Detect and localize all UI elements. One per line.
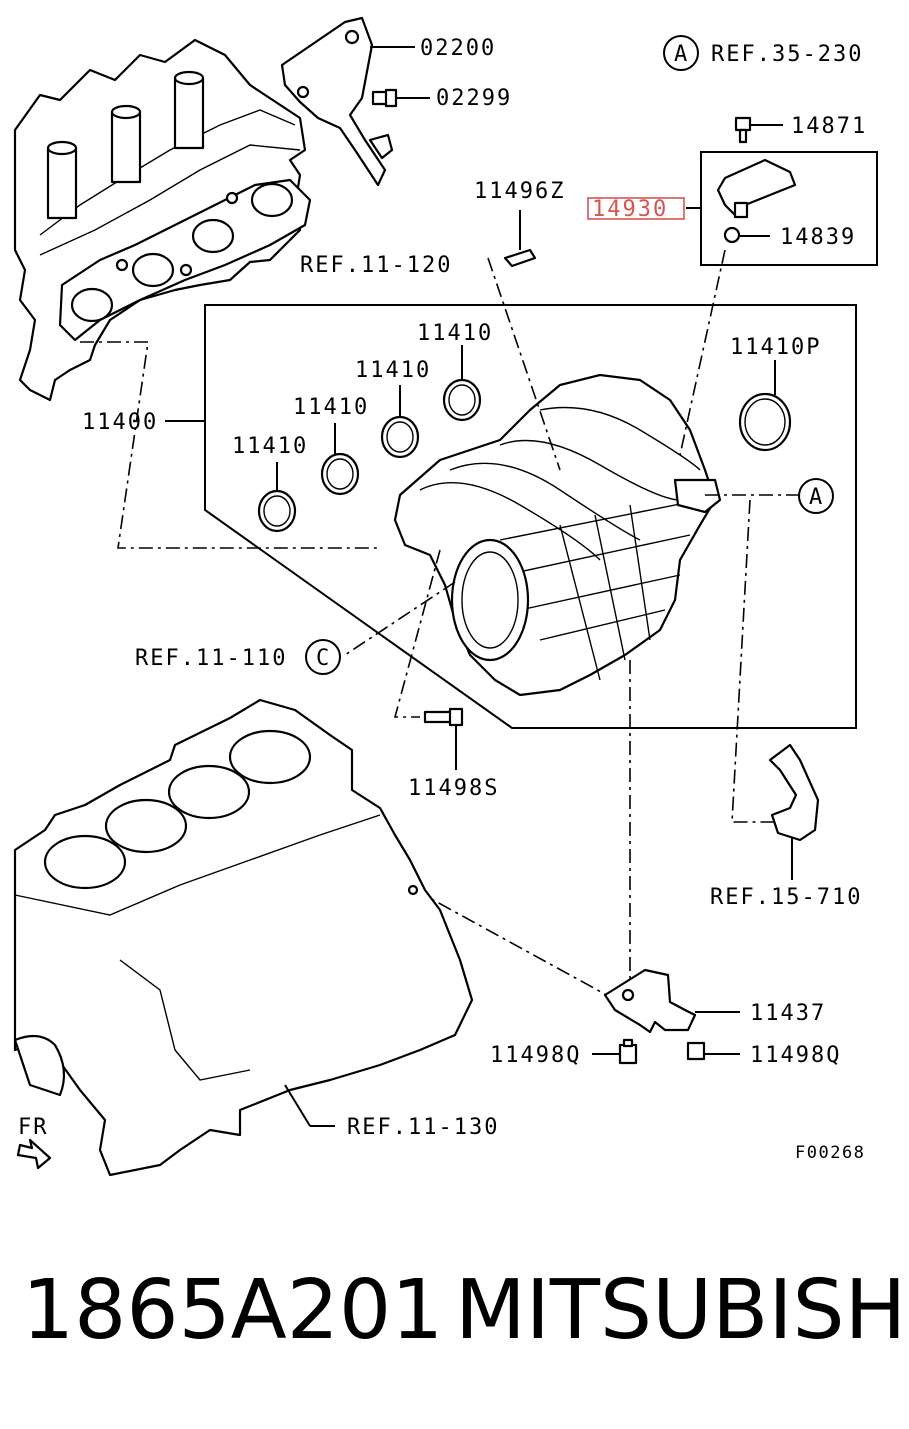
label-ref-11-120[interactable]: REF.11-120 xyxy=(300,253,452,278)
map-sensor-box xyxy=(686,116,878,266)
dashed-leaders xyxy=(80,249,800,999)
label-11498s[interactable]: 11498S xyxy=(408,776,499,801)
intake-manifold-drawing xyxy=(393,373,722,697)
engine-hanger-bracket xyxy=(280,16,415,187)
figure-code: F00268 xyxy=(795,1143,865,1163)
label-11437[interactable]: 11437 xyxy=(750,1001,826,1026)
bracket-11437 xyxy=(603,968,740,1034)
label-11410p[interactable]: 11410P xyxy=(730,335,821,360)
label-14930[interactable]: 14930 xyxy=(592,197,668,222)
cylinder-block-drawing xyxy=(13,698,474,1177)
footer-part-number: 1865A201 xyxy=(22,1263,443,1358)
label-ref-11-110[interactable]: REF.11-110 xyxy=(135,646,287,671)
label-11400[interactable]: 11400 xyxy=(82,410,158,435)
label-11410-b[interactable]: 11410 xyxy=(355,358,431,383)
label-14871[interactable]: 14871 xyxy=(791,114,867,139)
label-ref-35-230[interactable]: REF.35-230 xyxy=(711,42,863,67)
clip-11496z xyxy=(503,210,537,268)
label-14839[interactable]: 14839 xyxy=(780,225,856,250)
label-11410-c[interactable]: 11410 xyxy=(293,395,369,420)
gaskets-11410 xyxy=(257,345,792,533)
label-11498q-right[interactable]: 11498Q xyxy=(750,1043,841,1068)
label-ref-15-710[interactable]: REF.15-710 xyxy=(710,885,862,910)
footer-brand: MITSUBISHI xyxy=(455,1263,909,1358)
label-11498q-left[interactable]: 11498Q xyxy=(490,1043,581,1068)
label-11410-d[interactable]: 11410 xyxy=(232,434,308,459)
label-11410-a[interactable]: 11410 xyxy=(417,321,493,346)
bolt-02299 xyxy=(371,88,430,108)
label-02200[interactable]: 02200 xyxy=(420,36,496,61)
callout-a-top: A xyxy=(674,42,689,67)
front-direction-arrow xyxy=(16,1138,52,1170)
callout-circles xyxy=(305,35,834,675)
label-ref-11-130[interactable]: REF.11-130 xyxy=(347,1115,499,1140)
label-11496z[interactable]: 11496Z xyxy=(474,179,565,204)
bolt-11498s xyxy=(423,707,464,770)
callout-c: C xyxy=(316,646,331,671)
nuts-11498q xyxy=(592,1038,740,1065)
label-fr: FR xyxy=(18,1115,49,1140)
pcv-hose xyxy=(768,743,820,880)
highlight-box-14930 xyxy=(587,197,685,220)
intake-manifold-frame xyxy=(165,304,857,729)
callout-a-right: A xyxy=(809,485,824,510)
label-02299[interactable]: 02299 xyxy=(436,86,512,111)
cylinder-head-drawing xyxy=(13,38,312,402)
